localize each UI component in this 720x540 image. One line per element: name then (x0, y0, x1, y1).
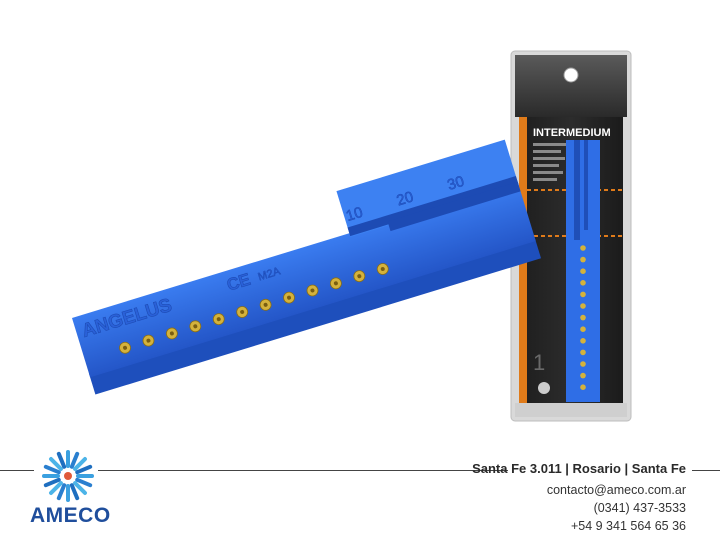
package-ruler-groove-2 (584, 140, 588, 230)
logo-ray (56, 483, 67, 501)
ameco-logo-text: AMECO (30, 504, 111, 527)
ruler-dot-hole (380, 267, 385, 272)
package-ruler-dot (580, 372, 586, 379)
ruler-dot-hole (123, 345, 128, 350)
ruler-dot-hole (169, 331, 174, 336)
package-ruler-dots (580, 245, 586, 391)
package-ruler-dot (580, 338, 586, 344)
ruler-dot-hole (287, 295, 292, 300)
footer-address: Santa Fe 3.011 | Rosario | Santa Fe (472, 461, 686, 476)
package-ruler-dot (580, 326, 586, 333)
logo-ray (75, 464, 93, 475)
package-bottom (515, 403, 627, 417)
package-ruler-dot (580, 256, 586, 263)
ameco-logo-icon (42, 450, 94, 502)
ruler-slot (387, 181, 521, 232)
logo-ray (73, 481, 87, 495)
package-ruler-groove (574, 140, 580, 240)
package-header (515, 55, 627, 117)
package-brand-icon (538, 382, 550, 394)
logo-ray (75, 477, 93, 488)
logo-ray (49, 457, 63, 471)
package-number: 1 (533, 350, 545, 375)
ruler-dot-hole (357, 274, 362, 279)
ruler-dot-hole (193, 324, 198, 329)
footer-divider-middle (98, 470, 508, 471)
footer-divider-left (0, 470, 34, 471)
scale-label-20: 20 (395, 188, 416, 209)
logo-ray (69, 451, 80, 469)
package-fine-print (533, 143, 567, 181)
footer-mobile: +54 9 341 564 65 36 (570, 519, 686, 533)
product-package: INTERMEDIUM 1 (510, 50, 632, 422)
ruler-dot-hole (333, 281, 338, 286)
logo-ray (69, 483, 80, 501)
package-ruler-dot (580, 268, 586, 275)
logo-ray (76, 474, 94, 478)
scale-label-10: 10 (344, 204, 365, 225)
package-ruler-dot (580, 280, 586, 286)
logo-ray (49, 481, 63, 495)
ruler-face (71, 181, 536, 378)
package-ruler-dot (580, 349, 586, 356)
package-ruler-dot (580, 245, 586, 251)
ruler-dot-hole (146, 338, 151, 343)
logo-ray (56, 451, 67, 469)
logo-ray (66, 450, 70, 468)
hanger-hole (563, 67, 579, 83)
package-ruler-dot (580, 384, 586, 391)
footer-phone: (0341) 437-3533 (593, 501, 686, 515)
logo-ray (42, 474, 60, 478)
package-product-name: INTERMEDIUM (533, 127, 611, 139)
ruler-side (88, 237, 542, 395)
footer-divider-right (692, 470, 720, 471)
scale-label-30: 30 (445, 173, 466, 194)
package-ruler-dot (580, 303, 586, 309)
ruler-dot-hole (310, 288, 315, 293)
product-photo: INTERMEDIUM 1 ANGELUS CE M2A 10 20 (71, 50, 632, 422)
logo-ray (73, 457, 87, 471)
package-ruler-dot (580, 314, 586, 321)
ruler-upper-block (336, 139, 519, 238)
endo-ruler: ANGELUS CE M2A 10 20 30 (71, 139, 542, 395)
package-ruler-dot (580, 291, 586, 298)
ruler-dot-hole (240, 309, 245, 314)
ruler-dot-hole (216, 317, 221, 322)
package-ruler-dot (580, 361, 586, 367)
ruler-dot-hole (263, 302, 268, 307)
ruler-gold-dots (119, 263, 389, 354)
logo-ray (66, 484, 70, 502)
logo-ray (43, 477, 61, 488)
logo-ray (43, 464, 61, 475)
footer-email-link[interactable]: contacto@ameco.com.ar (546, 483, 686, 497)
